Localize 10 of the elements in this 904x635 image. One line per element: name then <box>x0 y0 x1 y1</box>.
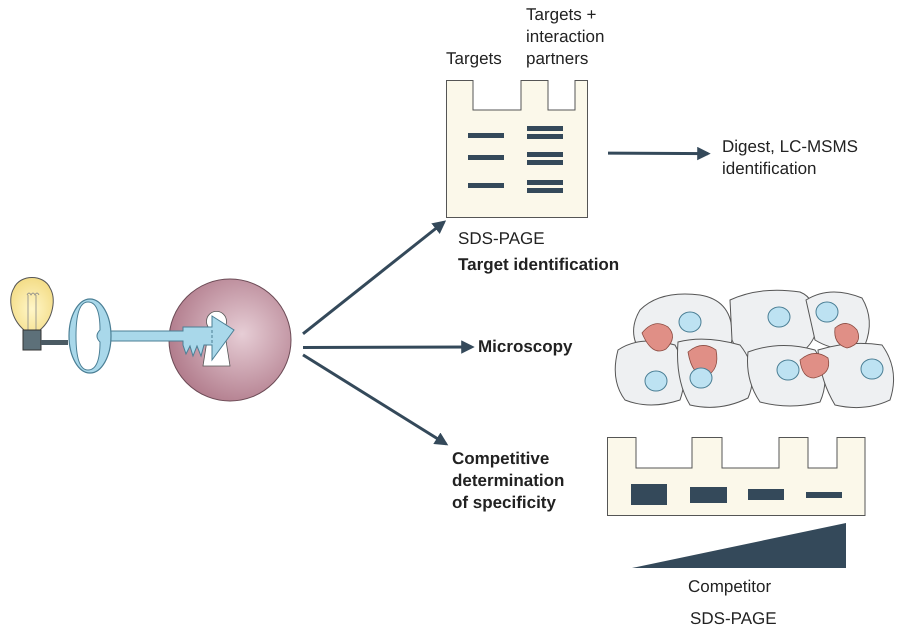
text-label: SDS-PAGE <box>690 608 778 630</box>
step-heading: Competitive determination of specificity <box>452 448 580 518</box>
section-heading: Target identification <box>458 254 620 276</box>
step-text: Digest, LC-MSMS identification <box>722 136 872 180</box>
text-label: Competitor <box>688 576 772 598</box>
step-text: Microscopy <box>478 336 578 358</box>
gel-drawing <box>446 80 588 218</box>
text-label: Targets <box>446 48 503 70</box>
text-label: Targets + interaction partners <box>526 4 606 70</box>
text-label: SDS-PAGE <box>458 228 546 250</box>
